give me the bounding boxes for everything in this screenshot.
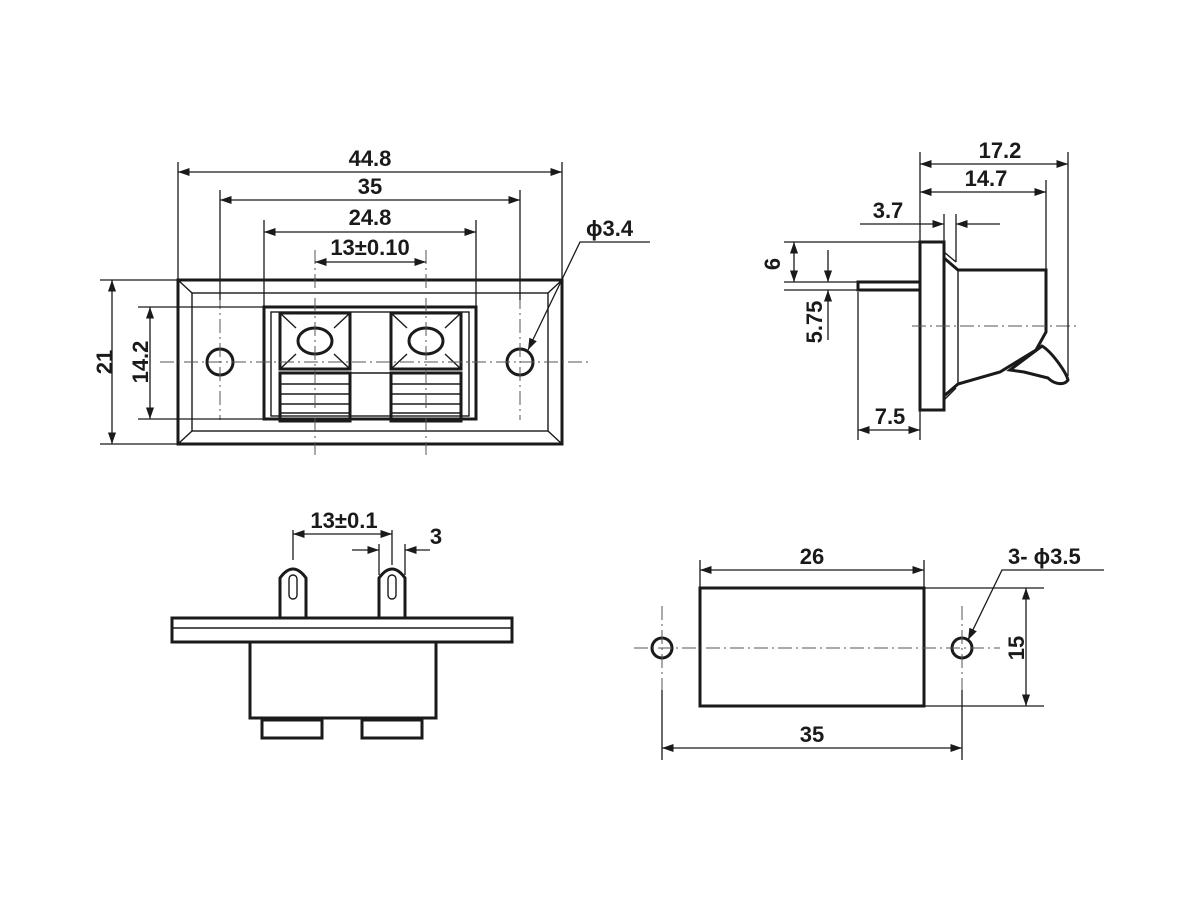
- dim-cutout-hole-spec: 3- ϕ3.5: [1008, 544, 1081, 569]
- front-view: 44.8 35 24.8 13±0.10 ϕ3.4 21 14.2: [92, 146, 650, 455]
- bottom-body: [248, 642, 438, 720]
- bottom-right-foot: [360, 718, 424, 740]
- dim-flange-thickness: 3.7: [873, 198, 904, 223]
- panel-cutout: [698, 586, 926, 708]
- side-body: [943, 256, 1048, 398]
- dim-body-width: 24.8: [349, 205, 392, 230]
- dim-overall-height: 21: [92, 350, 117, 374]
- dim-pin-height: 6: [760, 258, 785, 270]
- dim-side-depth-overall: 17.2: [979, 138, 1022, 163]
- dim-pin-offset: 5.75: [802, 301, 827, 344]
- side-lever: [1006, 344, 1070, 386]
- terminal-body: [262, 305, 478, 421]
- side-pin: [856, 280, 922, 292]
- dim-hole-diameter: ϕ3.4: [586, 216, 634, 241]
- dim-cutout-width: 26: [800, 544, 824, 569]
- dim-cutout-hole-spacing: 35: [800, 722, 824, 747]
- cutout-view: 26 35 15 3- ϕ3.5: [634, 544, 1104, 760]
- bottom-view: 13±0.1 3: [170, 508, 514, 740]
- dim-pin-spacing: 13±0.1: [310, 508, 377, 533]
- side-view: 17.2 14.7 3.7 7.5 6 5.75: [760, 138, 1076, 440]
- dim-pin-width: 3: [430, 524, 442, 549]
- dim-pin-length: 7.5: [875, 404, 906, 429]
- bottom-flange: [170, 616, 514, 644]
- dim-overall-width: 44.8: [349, 146, 392, 171]
- dim-side-depth-body: 14.7: [965, 166, 1008, 191]
- bottom-left-pin: [278, 567, 308, 618]
- bottom-right-pin: [377, 567, 407, 618]
- dim-hole-spacing: 35: [358, 174, 382, 199]
- dim-body-height: 14.2: [128, 341, 153, 384]
- dim-terminal-spacing: 13±0.10: [330, 235, 409, 260]
- dim-cutout-height: 15: [1004, 636, 1029, 660]
- bottom-left-foot: [260, 718, 324, 740]
